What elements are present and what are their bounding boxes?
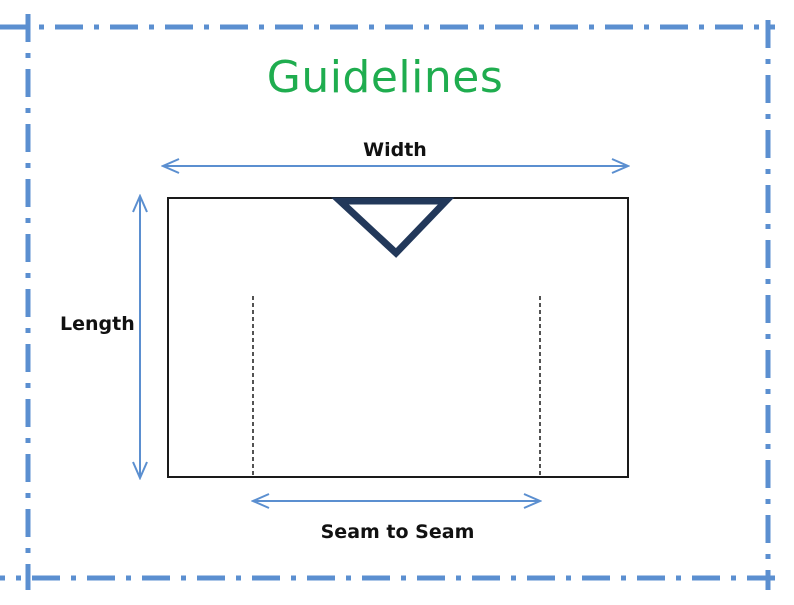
seam-to-seam-label: Seam to Seam — [320, 521, 475, 543]
diagram-title: Guidelines — [266, 52, 504, 103]
dashed-border-frame — [0, 14, 775, 590]
garment-outline — [167, 197, 629, 478]
length-label: Length — [60, 313, 135, 335]
width-label: Width — [363, 139, 427, 161]
v-neck-shape — [331, 197, 455, 258]
